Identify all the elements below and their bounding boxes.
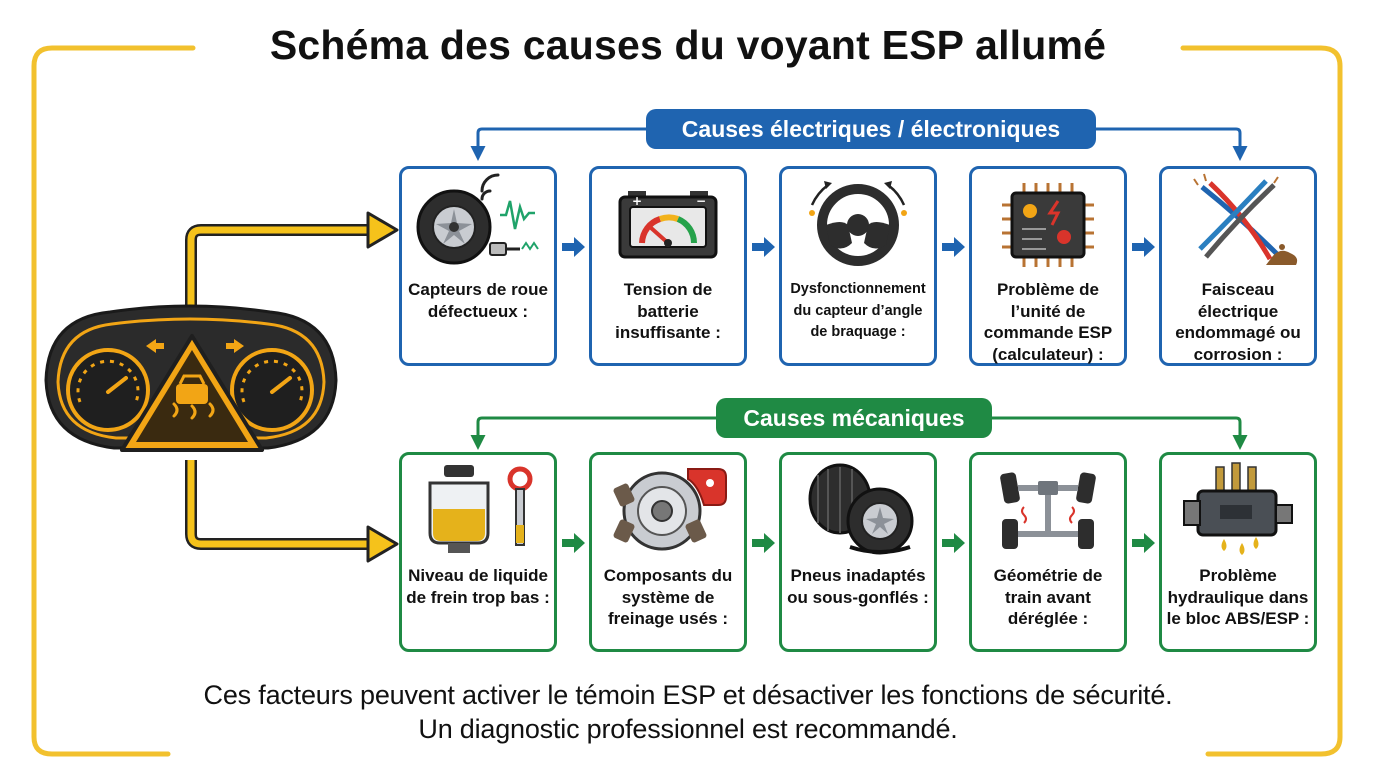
- steering-wheel-icon: [809, 181, 907, 266]
- cause-card-control-unit: Problème de l’unité de commande ESP (cal…: [969, 166, 1127, 366]
- page-title: Schéma des causes du voyant ESP allumé: [269, 22, 1107, 68]
- electrical-flow-arrows: [562, 237, 1155, 257]
- svg-text:−: −: [696, 194, 706, 208]
- cause-label: Faisceau électrique endommagé ou corrosi…: [1175, 280, 1301, 364]
- tires-icon: [808, 463, 914, 555]
- dashboard-connectors: [185, 211, 399, 563]
- electrical-bracket: [470, 127, 1248, 161]
- damaged-wires-icon: [1193, 173, 1298, 265]
- cause-label: Dysfonctionnement du capteur d’angle de …: [790, 281, 926, 340]
- cause-card-wheel-sensors: Capteurs de roue défectueux :: [399, 166, 557, 366]
- cause-label: Composants du système de freinage usés :: [603, 566, 733, 628]
- cause-label: Problème de l’unité de commande ESP (cal…: [983, 280, 1113, 364]
- cause-card-hydraulic: Problème hydraulique dans le bloc ABS/ES…: [1159, 452, 1317, 652]
- axle-geometry-icon: [1000, 472, 1096, 549]
- cause-card-wiring: Faisceau électrique endommagé ou corrosi…: [1159, 166, 1317, 366]
- footer-note-line2: Un diagnostic professionnel est recomman…: [418, 714, 958, 744]
- electrical-group-label: Causes électriques / électroniques: [646, 109, 1096, 149]
- cause-card-brakes: Composants du système de freinage usés :: [589, 452, 747, 652]
- cause-card-brake-fluid: Niveau de liquide de frein trop bas :: [399, 452, 557, 652]
- cause-label: Pneus inadaptés ou sous-gonflés :: [787, 566, 929, 607]
- hydraulic-block-icon: [1183, 462, 1293, 555]
- svg-text:+: +: [632, 194, 642, 208]
- wheel-sensor-icon: [416, 173, 539, 265]
- mechanical-group-label: Causes mécaniques: [716, 398, 992, 438]
- mechanical-bracket: [470, 416, 1248, 450]
- frame: [31, 45, 1343, 757]
- cause-card-battery: + − Tension de batterie insuffisante :: [589, 166, 747, 366]
- cause-label: Tension de batterie insuffisante :: [615, 280, 721, 342]
- cause-label: Niveau de liquide de frein trop bas :: [406, 566, 550, 607]
- dashboard-cluster-icon: [44, 304, 338, 452]
- cause-card-steering-sensor: Dysfonctionnement du capteur d’angle de …: [779, 166, 937, 366]
- cause-card-tires: Pneus inadaptés ou sous-gonflés :: [779, 452, 937, 652]
- brake-fluid-reservoir-icon: [428, 465, 533, 553]
- cause-label: Capteurs de roue défectueux :: [408, 280, 548, 321]
- battery-gauge-icon: + −: [618, 191, 718, 259]
- brake-disc-icon: [613, 468, 727, 551]
- mechanical-flow-arrows: [562, 533, 1155, 553]
- control-unit-chip-icon: [1002, 183, 1094, 267]
- cause-card-geometry: Géométrie de train avant déréglée :: [969, 452, 1127, 652]
- footer-note-line1: Ces facteurs peuvent activer le témoin E…: [203, 680, 1173, 710]
- cause-label: Géométrie de train avant déréglée :: [993, 566, 1103, 628]
- cause-label: Problème hydraulique dans le bloc ABS/ES…: [1166, 566, 1310, 628]
